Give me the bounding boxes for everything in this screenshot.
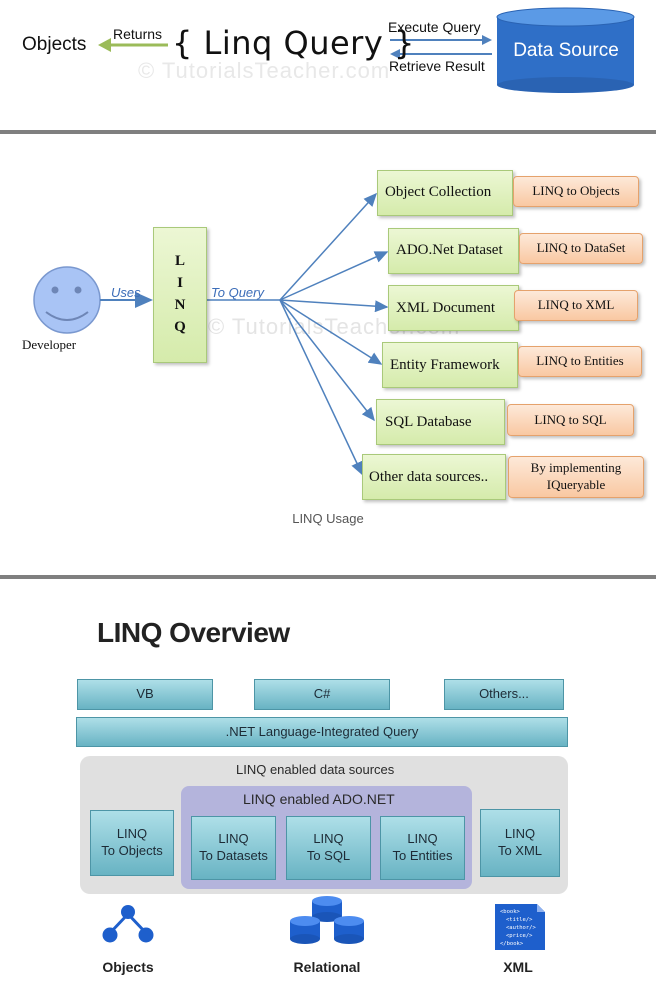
uses-label: Uses [111,285,141,300]
xml-caption: XML [503,959,533,975]
provider-label: LINQ to XML [537,297,615,313]
source-label: SQL Database [385,414,472,430]
to-query-label: To Query [211,285,264,300]
language-label: C# [313,686,331,702]
objects-label: Objects [22,34,87,55]
language-label: VB [136,686,154,702]
returns-arrowhead [98,38,111,52]
provider-label: LINQ to DataSet [536,240,626,256]
provider-line: LINQ [313,831,344,847]
provider-box-linq-to-xml: LINQ to XML [514,290,638,321]
xml-icon-line: <book> [500,909,521,915]
provider-label: LINQ to SQL [534,411,607,427]
arrow-xml-document [279,299,389,313]
linq-letter: N [174,297,186,313]
xml-icon-line: <author/> [506,925,536,931]
provider-line: To SQL [306,848,351,863]
relational-database-icon [290,896,364,944]
arrow-sql-database [279,299,375,422]
integrated-query-label: .NET Language-Integrated Query [225,723,419,739]
provider-label-line: IQueryable [546,477,606,492]
usage-arrows [33,192,389,476]
provider-line: To Datasets [199,848,268,863]
retrieve-arrowhead [390,49,400,59]
provider-box-to-datasets: LINQ To Datasets [191,816,276,880]
linq-letter: I [177,275,183,291]
provider-box-to-xml: LINQ To XML [480,809,560,877]
language-box-vb: VB [77,679,213,710]
xml-icon-line: <price/> [506,933,533,939]
provider-label-line: By implementing [530,460,622,476]
linq-letter: Q [174,319,186,335]
provider-line: LINQ [504,826,536,842]
enabled-sources-label: LINQ enabled data sources [236,762,395,777]
source-box-sql-database: SQL Database [376,399,505,445]
developer-smiley-icon [33,266,101,334]
linq-query-flow-diagram: © TutorialsTeacher.com Objects Returns {… [0,0,656,130]
watermark: © TutorialsTeacher.com [138,58,391,83]
data-source-label: Data Source [513,40,619,61]
provider-line: LINQ [116,826,148,842]
objects-caption: Objects [102,959,154,975]
provider-box-to-entities: LINQ To Entities [380,816,465,880]
source-box-entity-framework: Entity Framework [382,342,518,388]
execute-query-label: Execute Query [388,19,481,35]
arrow-ado-dataset [279,251,389,301]
provider-line: To Objects [101,843,163,858]
source-label: Object Collection [385,184,492,200]
linq-usage-diagram: © TutorialsTeacher.com Developer Uses [0,134,656,576]
language-box-csharp: C# [254,679,390,710]
provider-box-to-objects: LINQ To Objects [90,810,174,876]
data-source-cylinder-icon [496,7,635,93]
source-label: ADO.Net Dataset [396,242,503,258]
linq-letter: L [174,253,185,269]
language-box-others: Others... [444,679,564,710]
diagram-caption: LINQ Usage [292,511,364,526]
divider [0,575,656,579]
provider-label: LINQ to Entities [536,353,624,369]
developer-label: Developer [22,337,77,352]
xml-icon-line: <title/> [506,917,533,923]
provider-box-iqueryable: By implementing IQueryable [508,456,644,498]
provider-box-to-sql: LINQ To SQL [286,816,371,880]
divider [0,130,656,134]
provider-line: To Entities [392,848,453,863]
relational-caption: Relational [293,959,361,975]
provider-line: LINQ [218,831,249,847]
arrow-other-sources [279,299,363,476]
provider-line: LINQ [407,831,438,847]
provider-box-linq-to-sql: LINQ to SQL [507,404,634,436]
retrieve-result-label: Retrieve Result [389,58,485,74]
provider-box-linq-to-objects: LINQ to Objects [513,176,639,207]
execute-arrowhead [482,35,492,45]
source-label: XML Document [396,300,496,316]
source-box-ado-dataset: ADO.Net Dataset [388,228,519,274]
xml-document-icon: <book> <title/> <author/> <price/> </boo… [495,904,545,950]
provider-box-linq-to-dataset: LINQ to DataSet [519,233,643,264]
objects-graph-icon [102,905,154,943]
source-label: Entity Framework [390,357,500,373]
linq-overview-diagram: LINQ Overview VB C# Others... .NET Langu… [0,580,656,984]
xml-icon-line: </book> [500,941,524,947]
source-box-other-sources: Other data sources.. [362,454,506,500]
provider-box-linq-to-entities: LINQ to Entities [518,346,642,377]
source-box-xml-document: XML Document [388,285,519,331]
flow-arrows [98,7,635,93]
provider-label: LINQ to Objects [532,183,620,199]
returns-label: Returns [113,26,163,42]
linq-query-label: { Linq Query } [172,24,415,62]
linq-box: L I N Q [153,227,207,363]
fan-arrows [207,192,389,476]
provider-line: To XML [497,843,543,858]
integrated-query-bar: .NET Language-Integrated Query [76,717,568,747]
enabled-ado-label: LINQ enabled ADO.NET [243,791,395,807]
arrow-entity-framework [279,299,383,365]
source-label: Other data sources.. [369,469,489,485]
overview-title: LINQ Overview [97,617,290,648]
language-label: Others... [479,686,529,702]
arrow-object-collection [279,192,378,301]
source-box-object-collection: Object Collection [377,170,513,216]
